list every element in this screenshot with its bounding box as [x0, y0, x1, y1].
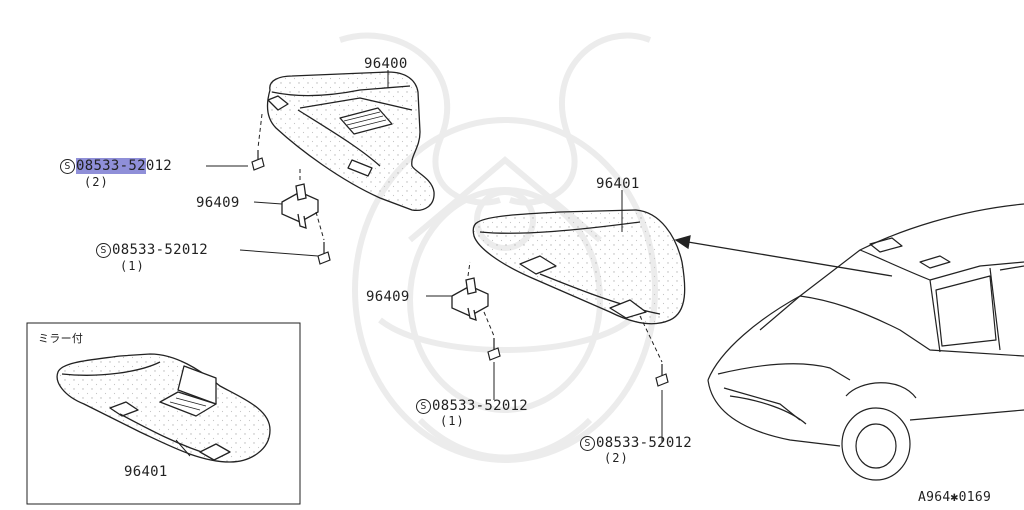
- visor-holder-96409-upper: [281, 183, 319, 229]
- leader-lines: [175, 70, 663, 457]
- inset-label-with-mirror: ミラー付: [38, 332, 84, 345]
- visor-holder-96409-lower: [451, 277, 489, 321]
- screw-qty-3: (1): [440, 414, 465, 428]
- screw-part-number-3: 08533-52012: [432, 398, 529, 414]
- screw-part-number-2: 08533-52012: [112, 242, 209, 258]
- car-illustration: [707, 203, 1024, 481]
- callout-96401-inset: 96401: [124, 464, 168, 480]
- screw-2: [317, 242, 331, 265]
- s-symbol-4: S: [580, 436, 595, 451]
- diagram-reference-code: A964✱0169: [918, 490, 992, 505]
- s-symbol-3: S: [416, 399, 431, 414]
- callout-96409-upper: 96409: [196, 195, 240, 211]
- screw-part-number-4: 08533-52012: [596, 435, 693, 451]
- callout-96400: 96400: [364, 56, 408, 72]
- callout-96401: 96401: [596, 176, 640, 192]
- screw-4: [655, 364, 669, 387]
- location-arrow: [674, 235, 893, 277]
- screw-part-number-highlighted: 08533-52: [76, 158, 146, 174]
- screw-1: [251, 150, 265, 171]
- inset-box: [26, 322, 301, 505]
- s-symbol-1: S: [60, 159, 75, 174]
- sun-visor-96401: [472, 209, 686, 325]
- sun-visor-96400: [266, 71, 435, 212]
- assembly-lines: [257, 113, 663, 363]
- s-symbol-2: S: [96, 243, 111, 258]
- screw-part-number-suffix: 012: [145, 158, 173, 174]
- screw-qty-4: (2): [604, 451, 629, 465]
- screw-qty-1: (2): [84, 175, 109, 189]
- screw-qty-2: (1): [120, 259, 145, 273]
- inset-visor-with-mirror: [56, 353, 271, 463]
- screw-3: [487, 338, 501, 361]
- callout-96409-lower: 96409: [366, 289, 410, 305]
